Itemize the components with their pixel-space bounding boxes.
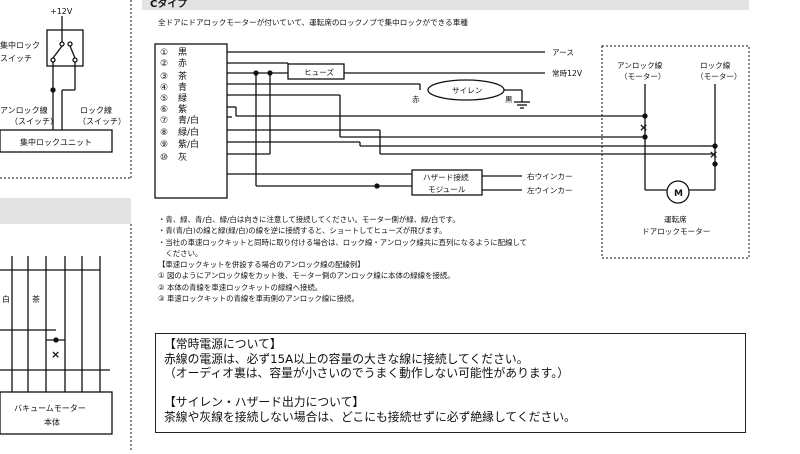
power-info-box: 【常時電源について】 赤線の電源は、必ず15A以上の容量の大きな線に接続してくだ… [155,333,746,433]
svg-text:M: M [674,189,683,199]
vacuum-motor-box [0,391,113,435]
svg-text:白: 白 [2,294,10,304]
svg-text:アース: アース [552,48,574,57]
cut-mark-icon: × [51,348,60,361]
wires: アース ヒューズ 常時12V サイレン 赤 黒 [227,48,715,196]
hazard-module-box [411,169,483,196]
note-line: ・青、緑、青/白、緑/白は向きに注意して接続してください。モーター側が緑、緑/白… [158,215,460,224]
svg-text:モジュール: モジュール [428,185,466,194]
pin-color-label: 紫/白 [178,138,199,150]
fuse-box [287,63,345,80]
note-line: ② 本体の青線を車速ロックキットの緑線へ接続。 [158,282,323,292]
svg-text:常時12V: 常時12V [552,69,583,78]
note-line: ・青(青/白)の線と緑(緑/白)の線を逆に接続すると、ショートしてヒューズが飛び… [158,226,447,236]
pin-number: ④ [160,83,168,93]
pin-number: ⑧ [160,128,168,138]
door-lock-motor-diagram: アンロック線 （モーター） ロック線 （モーター） × × M 運転席 ドアロッ… [617,60,742,236]
svg-text:スイッチ: スイッチ [0,54,32,63]
svg-text:バキュームモーター: バキュームモーター [14,404,86,413]
info-line: 赤線の電源は、必ず15A以上の容量の大きな線に接続してください。 [164,351,529,366]
svg-text:運転席: 運転席 [664,214,687,224]
info-line: （オーディオ裏は、容量が小さいのでうまく動作しない可能性があります。） [164,366,569,381]
pin-color-label: 紫 [178,104,187,115]
svg-text:右ウインカー: 右ウインカー [527,171,573,181]
power-label: +12V [50,7,73,16]
svg-text:アンロック線: アンロック線 [617,60,663,70]
pin-number: ⑥ [160,105,168,115]
pin-color-label: 茶 [178,70,187,82]
siren-label: サイレン [452,86,482,95]
svg-text:（スイッチ）: （スイッチ） [10,117,58,126]
svg-text:（モーター）: （モーター） [620,72,666,81]
pin-color-label: 灰 [178,151,187,163]
pin-number: ① [160,48,168,58]
svg-text:黒: 黒 [505,95,513,104]
main-connector [154,43,228,199]
note-line: ③ 車速ロックキットの青線を車両側のアンロック線に接続。 [158,294,359,304]
pin-color-label: 青/白 [178,114,199,126]
central-lock-unit-box [0,129,113,153]
svg-text:ハザード接続: ハザード接続 [423,172,469,182]
central-lock-switch-diagram: +12V 集中ロック スイッチ アンロック線 （スイッチ） ロック線 （スイッチ… [0,7,126,153]
motor-icon [666,180,690,204]
pin-number: ⑦ [160,116,168,126]
svg-text:左ウインカー: 左ウインカー [527,185,573,195]
note-line: ・当社の車速ロックキットと同時に取り付ける場合は、ロック線・アンロック線共に直列… [158,237,528,247]
pin-number: ③ [160,72,168,82]
pin-color-label: 赤 [178,58,187,69]
switch-box [46,29,84,67]
pin-number: ② [160,59,168,69]
central-lock-unit-label: 集中ロックユニット [20,137,92,147]
section-title: Cタイプ [150,0,188,10]
svg-text:本体: 本体 [44,417,60,427]
svg-text:集中ロック: 集中ロック [0,40,40,50]
pin-color-label: 黒 [178,47,187,58]
left-section-band [0,198,131,224]
pin-number: ⑤ [160,94,168,104]
vacuum-motor-diagram: 白 茶 × バキュームモーター 本体 [0,256,113,435]
info-heading: 【常時電源について】 [164,337,282,351]
svg-text:ドアロックモーター: ドアロックモーター [642,227,710,236]
pin-color-label: 緑 [178,92,187,104]
cut-mark-icon: × [709,148,718,161]
svg-text:（モーター）: （モーター） [696,72,742,81]
note-line: ① 図のようにアンロック線をカット後、モーター側のアンロック線に本体の緑線を接続… [158,271,455,281]
info-line: 茶線や灰線を接続しない場合は、どこにも接続せずに必ず絶縁してください。 [164,409,576,424]
svg-text:赤: 赤 [412,95,420,104]
section-subtitle: 全ドアにドアロックモーターが付いていて、運転席のロックノブで集中ロックができる車… [158,17,468,27]
pin-number: ⑨ [160,140,168,150]
svg-text:（スイッチ）: （スイッチ） [78,117,126,126]
svg-text:アンロック線: アンロック線 [0,105,48,115]
svg-text:茶: 茶 [32,294,40,304]
pin-color-label: 緑/白 [178,126,199,138]
note-line: 【車速ロックキットを併設する場合のアンロック線の配線例】 [158,260,365,270]
info-heading: 【サイレン・ハザード出力について】 [164,395,365,410]
wiring-notes: ・青、緑、青/白、緑/白は向きに注意して接続してください。モーター側が緑、緑/白… [158,214,598,304]
fuse-label: ヒューズ [304,67,334,77]
pin-color-label: 青 [178,81,187,93]
note-line: ください。 [158,248,203,258]
door-motor-area [601,45,750,259]
pin-number: ⑩ [160,153,168,163]
svg-text:ロック線: ロック線 [700,60,731,70]
svg-text:ロック線: ロック線 [80,105,112,115]
cut-mark-icon: × [639,121,648,134]
header-band [142,0,749,10]
